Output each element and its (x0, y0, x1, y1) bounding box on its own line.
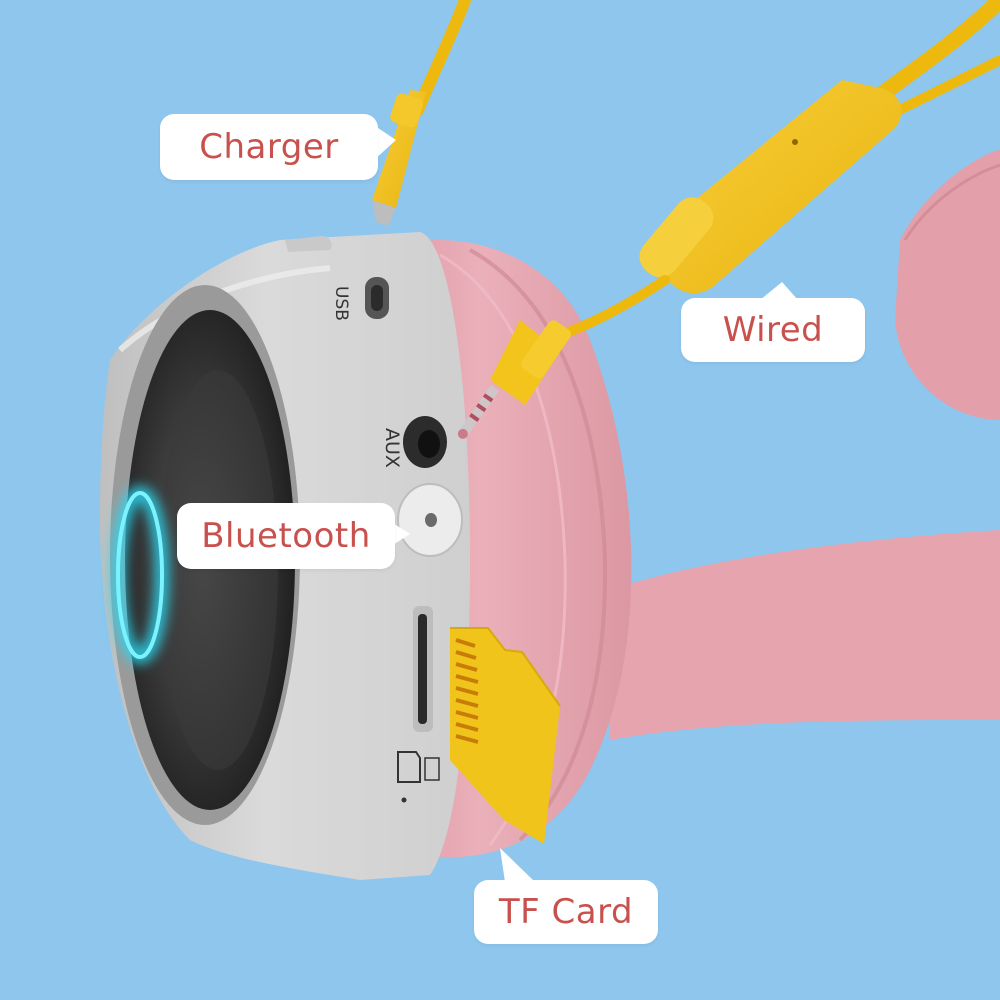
wired-label: Wired (722, 310, 824, 350)
aux-port-label: AUX (381, 428, 403, 468)
bluetooth-callout: Bluetooth (177, 503, 395, 569)
tf-card-slot-icon (413, 606, 433, 732)
bluetooth-label: Bluetooth (201, 516, 371, 556)
charger-label: Charger (199, 127, 339, 167)
callout-pointers (372, 128, 798, 882)
sd-card-symbol-icon (397, 751, 440, 803)
tf-card-label: TF Card (498, 892, 634, 932)
wired-callout: Wired (681, 298, 865, 362)
aux-jack-icon (403, 416, 447, 468)
bluetooth-button-icon (397, 483, 463, 557)
led-ring-icon (111, 486, 169, 664)
sd-card-icon (450, 627, 561, 844)
tf-card-callout: TF Card (474, 880, 658, 944)
usb-c-port-icon (365, 277, 389, 319)
usb-port-label: USB (331, 286, 351, 321)
charger-cable (372, 0, 471, 226)
wired-cable (457, 0, 1000, 439)
headband (610, 150, 1000, 740)
charger-callout: Charger (160, 114, 378, 180)
